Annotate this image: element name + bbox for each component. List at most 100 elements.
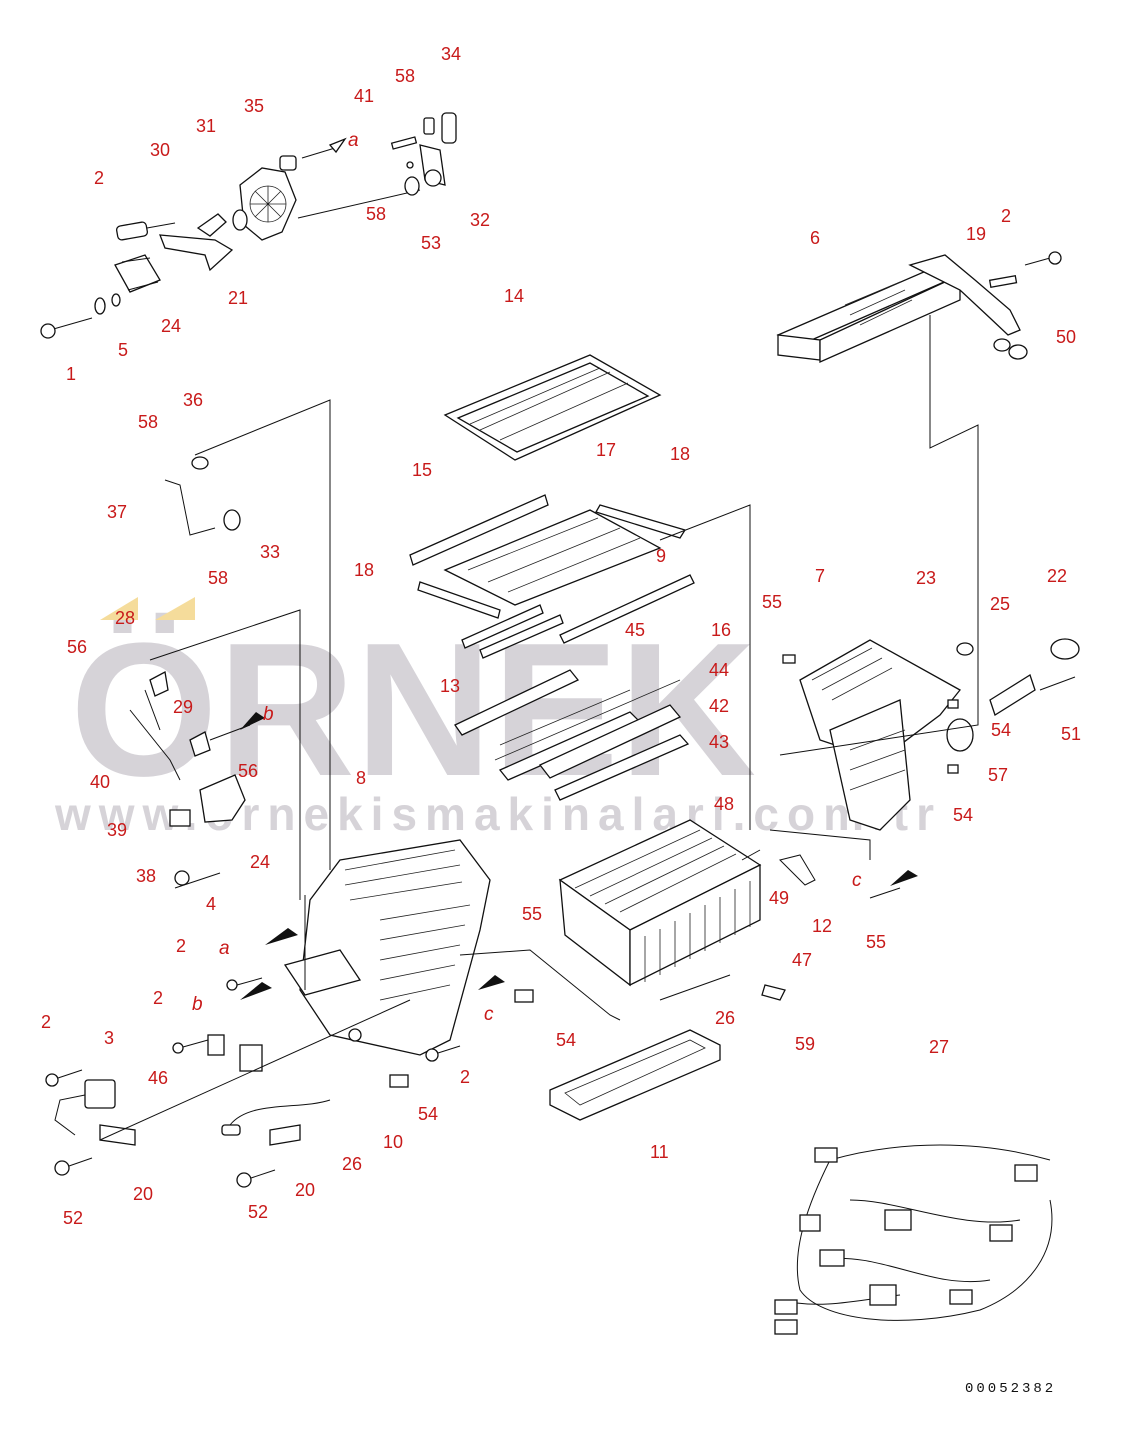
- callout-47: 47: [792, 950, 812, 970]
- watermark: ÖRNEK www.ornekismakinalari.com.tr: [54, 597, 934, 840]
- heater-core: [776, 251, 1062, 363]
- callout-58: 58: [366, 204, 386, 224]
- callout-41: 41: [354, 86, 374, 106]
- callout-6: 6: [810, 228, 820, 248]
- callout-16: 16: [711, 620, 731, 640]
- callout-54: 54: [991, 720, 1011, 740]
- heater-elements: [454, 669, 690, 801]
- watermark-accent-left: [100, 597, 138, 620]
- callout-7: 7: [815, 566, 825, 586]
- arrow-b-top: [240, 712, 265, 730]
- callout-35: 35: [244, 96, 264, 116]
- callout-54: 54: [953, 805, 973, 825]
- upper-right-case: [782, 638, 1080, 831]
- callout-27: 27: [929, 1037, 949, 1057]
- callout-1: 1: [66, 364, 76, 384]
- callout-48: 48: [714, 794, 734, 814]
- callout-2: 2: [1001, 206, 1011, 226]
- callout-23: 23: [916, 568, 936, 588]
- callout-55: 55: [762, 592, 782, 612]
- callout-21: 21: [228, 288, 248, 308]
- callout-2: 2: [41, 1012, 51, 1032]
- callout-29: 29: [173, 697, 193, 717]
- callout-8: 8: [356, 768, 366, 788]
- parts: [40, 112, 1080, 1335]
- callout-15: 15: [412, 460, 432, 480]
- reference-arrows: [240, 712, 918, 1000]
- arrow-a: [265, 928, 298, 945]
- arrow-c: [478, 975, 505, 990]
- callout-34: 34: [441, 44, 461, 64]
- callout-24: 24: [161, 316, 181, 336]
- lower-case: [283, 839, 491, 1056]
- callout-22: 22: [1047, 566, 1067, 586]
- reference-mark-c: c: [852, 870, 862, 891]
- callout-49: 49: [769, 888, 789, 908]
- callout-44: 44: [709, 660, 729, 680]
- callout-40: 40: [90, 772, 110, 792]
- arrow-b: [240, 982, 272, 1000]
- callout-43: 43: [709, 732, 729, 752]
- callout-42: 42: [709, 696, 729, 716]
- reference-mark-b: b: [263, 704, 274, 725]
- callout-2: 2: [460, 1067, 470, 1087]
- callout-55: 55: [522, 904, 542, 924]
- callout-59: 59: [795, 1034, 815, 1054]
- duct-seal: [549, 1029, 721, 1121]
- callout-25: 25: [990, 594, 1010, 614]
- callout-20: 20: [295, 1180, 315, 1200]
- callout-53: 53: [421, 233, 441, 253]
- callout-54: 54: [418, 1104, 438, 1124]
- callout-57: 57: [988, 765, 1008, 785]
- callout-51: 51: [1061, 724, 1081, 744]
- callout-52: 52: [63, 1208, 83, 1228]
- callout-10: 10: [383, 1132, 403, 1152]
- callout-9: 9: [656, 546, 666, 566]
- callout-58: 58: [208, 568, 228, 588]
- callout-26: 26: [715, 1008, 735, 1028]
- callout-58: 58: [395, 66, 415, 86]
- callout-55: 55: [866, 932, 886, 952]
- watermark-brand: ÖRNEK: [70, 604, 756, 816]
- callout-28: 28: [115, 608, 135, 628]
- callout-14: 14: [504, 286, 524, 306]
- callout-37: 37: [107, 502, 127, 522]
- resistor-group: [45, 977, 534, 1176]
- callout-56: 56: [67, 637, 87, 657]
- callout-54: 54: [556, 1030, 576, 1050]
- sensors: [221, 949, 786, 1188]
- air-filter: [443, 354, 662, 461]
- callout-32: 32: [470, 210, 490, 230]
- wire-harness: [774, 1144, 1053, 1335]
- callout-4: 4: [206, 894, 216, 914]
- callout-45: 45: [625, 620, 645, 640]
- reference-mark-c: c: [484, 1004, 494, 1025]
- callout-2: 2: [176, 936, 186, 956]
- callout-33: 33: [260, 542, 280, 562]
- document-number: 00052382: [965, 1381, 1056, 1397]
- callout-18: 18: [670, 444, 690, 464]
- callout-26: 26: [342, 1154, 362, 1174]
- callout-56: 56: [238, 761, 258, 781]
- actuator-group: [129, 456, 251, 889]
- callout-2: 2: [153, 988, 163, 1008]
- seal-strips: [409, 494, 695, 659]
- reference-mark-a: a: [219, 938, 230, 959]
- callout-20: 20: [133, 1184, 153, 1204]
- callout-11: 11: [650, 1142, 669, 1162]
- callout-36: 36: [183, 390, 203, 410]
- callout-13: 13: [440, 676, 460, 696]
- callout-12: 12: [812, 916, 832, 936]
- callout-38: 38: [136, 866, 156, 886]
- arrow-c-right: [890, 870, 918, 886]
- watermark-accent-right: [155, 597, 195, 620]
- callout-39: 39: [107, 820, 127, 840]
- callout-24: 24: [250, 852, 270, 872]
- callout-50: 50: [1056, 327, 1076, 347]
- callout-31: 31: [196, 116, 216, 136]
- blower-motor-assembly: [40, 112, 457, 339]
- callout-52: 52: [248, 1202, 268, 1222]
- callout-2: 2: [94, 168, 104, 188]
